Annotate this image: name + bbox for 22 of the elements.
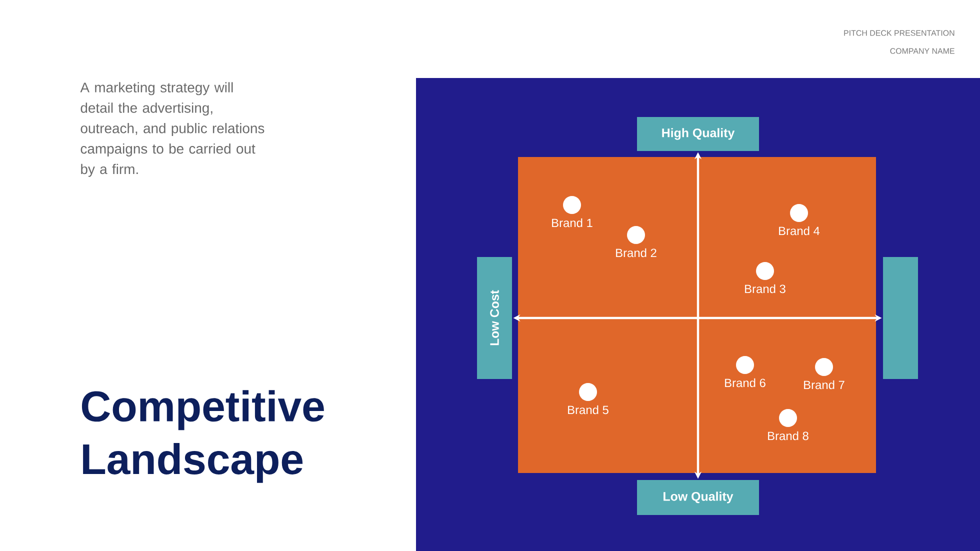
brand-dot	[736, 356, 754, 374]
title: Competitive Landscape	[82, 390, 324, 483]
axis-label-box	[883, 256, 918, 379]
brand-dot	[779, 408, 798, 427]
brand-dot	[815, 358, 834, 376]
axis-label-box: Low Quality	[637, 480, 760, 515]
brand-label: Brand 6	[725, 378, 766, 388]
brand-dot	[756, 262, 774, 280]
axis-label-box: High Quality	[637, 116, 760, 151]
brand-dot	[627, 226, 645, 244]
body-text: A marketing strategy will detail the advertising, outreach, and public relations campaigns to be carried out by a firm.	[80, 82, 264, 177]
brand-label: Brand 8	[768, 431, 808, 440]
brand-dot	[790, 204, 808, 222]
brand-label: Brand 7	[804, 380, 844, 390]
axis-label-box: Low Cost	[477, 256, 512, 379]
brand-label: Brand 4	[779, 226, 820, 236]
brand-label: Brand 5	[568, 405, 608, 414]
brand-dot	[563, 196, 581, 214]
brand-label: Brand 3	[745, 284, 786, 294]
brand-dot	[579, 382, 597, 401]
brand-label: Brand 1	[552, 218, 592, 228]
brand-label: Brand 2	[616, 248, 656, 258]
